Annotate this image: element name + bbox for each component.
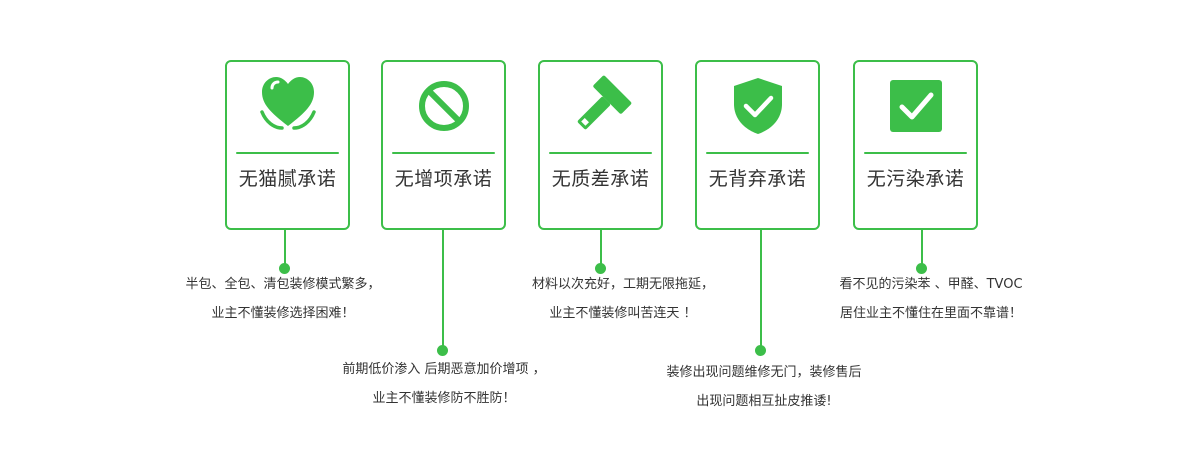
card-title: 无增项承诺: [394, 168, 493, 190]
connector-line: [442, 230, 444, 350]
connector-dot: [755, 345, 766, 356]
card-divider: [392, 152, 495, 154]
hammer-icon: [540, 72, 661, 140]
promise-card-no-pollution[interactable]: 无污染承诺: [853, 60, 978, 230]
description-line: 材料以次充好，工期无限拖延，: [531, 277, 714, 292]
description-line: 前期低价渗入 后期恶意加价增项 ，: [342, 362, 546, 377]
card-title: 无污染承诺: [866, 168, 965, 190]
promise-card-no-poor-quality[interactable]: 无质差承诺: [538, 60, 663, 230]
connector-line: [921, 230, 923, 268]
description-line: 装修出现问题维修无门，装修售后: [666, 365, 862, 380]
description-line: 业主不懂装修叫苦连天 ！: [549, 306, 697, 321]
card-title: 无质差承诺: [551, 168, 650, 190]
connector-line: [760, 230, 762, 350]
promise-card-no-tricks[interactable]: 无猫腻承诺: [225, 60, 350, 230]
connector-line: [284, 230, 286, 268]
description-line: 居住业主不懂住在里面不靠谱！: [839, 306, 1022, 321]
description-line: 看不见的污染苯 、甲醛、TVOC: [839, 277, 1023, 292]
promise-card-no-abandonment[interactable]: 无背弃承诺: [695, 60, 820, 230]
connector-dot: [595, 263, 606, 274]
checkbox-icon: [855, 72, 976, 140]
connector-dot: [437, 345, 448, 356]
promise-description: 半包、全包、清包装修模式繁多， 业主不懂装修选择困难！: [153, 270, 413, 328]
promise-description: 看不见的污染苯 、甲醛、TVOC 居住业主不懂住在里面不靠谱！: [801, 270, 1061, 328]
prohibited-icon: [383, 72, 504, 140]
card-title: 无猫腻承诺: [238, 168, 337, 190]
description-line: 出现问题相互扯皮推诿!: [696, 394, 832, 409]
card-divider: [236, 152, 339, 154]
heart-hands-icon: [227, 72, 348, 140]
connector-dot: [916, 263, 927, 274]
connector-dot: [279, 263, 290, 274]
card-title: 无背弃承诺: [708, 168, 807, 190]
connector-line: [600, 230, 602, 268]
shield-check-icon: [697, 72, 818, 140]
promise-description: 材料以次充好，工期无限拖延， 业主不懂装修叫苦连天 ！: [493, 270, 753, 328]
promise-description: 前期低价渗入 后期恶意加价增项 ， 业主不懂装修防不胜防！: [314, 355, 574, 413]
promise-card-no-extras[interactable]: 无增项承诺: [381, 60, 506, 230]
card-divider: [864, 152, 967, 154]
card-divider: [549, 152, 652, 154]
description-line: 业主不懂装修选择困难！: [211, 306, 355, 321]
promise-description: 装修出现问题维修无门，装修售后 出现问题相互扯皮推诿!: [634, 358, 894, 416]
description-line: 半包、全包、清包装修模式繁多，: [185, 277, 381, 292]
description-line: 业主不懂装修防不胜防！: [372, 391, 516, 406]
card-divider: [706, 152, 809, 154]
